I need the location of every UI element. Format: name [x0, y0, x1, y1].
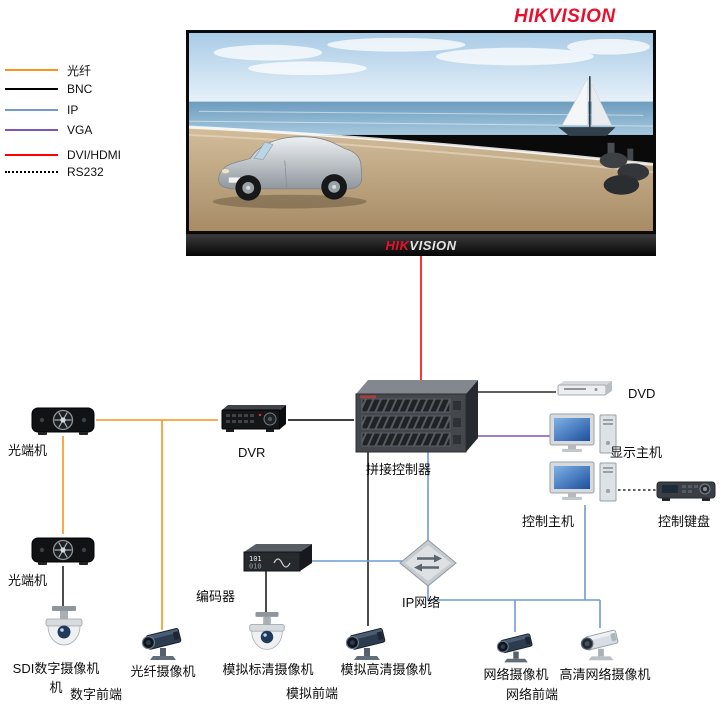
dvd-label: DVD: [628, 386, 656, 401]
dvi-hdmi-line-sample: [5, 154, 58, 156]
hd-network-camera-label: 高清网络摄像机: [559, 667, 651, 682]
analog-sd-dome-camera-icon: [249, 612, 285, 650]
fiber-line-sample: [5, 69, 58, 71]
wall-logo-hik: HIK: [385, 238, 410, 253]
svg-text:101: 101: [249, 555, 262, 563]
ip-line-sample: [5, 109, 58, 111]
hd-network-camera-icon: [580, 629, 619, 661]
legend-item-dvi-hdmi: DVI/HDMI: [5, 147, 121, 163]
rocks: [599, 142, 650, 195]
controller-label: 拼接控制器: [366, 462, 432, 477]
encoder-label: 编码器: [196, 589, 236, 604]
control-keyboard-label: 控制键盘: [658, 514, 711, 529]
optical-transceiver-icon: [31, 537, 95, 565]
optical-transceiver-icon: [31, 407, 95, 435]
video-wall-controller-icon: [355, 380, 478, 453]
clouds: [213, 37, 651, 76]
dvr-icon: [221, 405, 286, 432]
dvr-label: DVR: [238, 445, 266, 460]
analog-hd-camera-label: 模拟高清摄像机: [340, 662, 432, 677]
legend-label-rs232: RS232: [67, 165, 104, 179]
encoder-icon: 101 010: [243, 544, 312, 572]
video-wall-image: [188, 33, 654, 231]
legend-label-vga: VGA: [67, 123, 93, 137]
display-host-label: 显示主机: [610, 445, 663, 460]
legend-label-dvi-hdmi: DVI/HDMI: [67, 148, 121, 162]
vga-line-sample: [5, 129, 58, 131]
ip-network-icon: [399, 539, 457, 587]
legend-item-fiber: 光纤: [5, 62, 91, 78]
optical-transceiver-1-label: 光端机: [8, 443, 48, 458]
video-wall: [186, 30, 656, 234]
legend-label-bnc: BNC: [67, 82, 93, 96]
control-host-label: 控制主机: [522, 514, 575, 529]
convertible-car: [212, 136, 367, 209]
legend-label-ip: IP: [67, 103, 79, 117]
sdi-camera-label: SDI数字摄像机 机: [12, 661, 100, 695]
legend-item-vga: VGA: [5, 122, 92, 138]
fiber-camera-label: 光纤摄像机: [130, 664, 196, 679]
digital-frontend-label: 数字前端: [70, 687, 123, 702]
fiber-camera-icon: [141, 628, 182, 660]
wall-logo-vision: VISION: [409, 238, 457, 253]
wire-ip-switch-bus: [427, 586, 600, 601]
network-frontend-label: 网络前端: [506, 687, 559, 702]
display-host-icon: [549, 413, 617, 454]
rs232-line-sample: [5, 171, 58, 173]
control-keyboard-icon: [656, 481, 716, 501]
legend-item-rs232: RS232: [5, 164, 104, 180]
hikvision-logo: HIKVISION: [514, 6, 616, 27]
bnc-line-sample: [5, 88, 58, 90]
optical-transceiver-2-label: 光端机: [8, 573, 48, 588]
legend-item-bnc: BNC: [5, 81, 92, 97]
analog-sd-camera-label: 模拟标清摄像机: [222, 662, 314, 677]
svg-text:010: 010: [249, 563, 262, 571]
control-host-icon: [549, 461, 617, 502]
dvd-player-icon: [557, 381, 612, 396]
sailboat: [558, 76, 616, 136]
network-camera-icon: [496, 633, 533, 663]
legend-label-fiber: 光纤: [67, 63, 92, 78]
ip-network-label: IP网络: [402, 595, 441, 610]
analog-hd-camera-icon: [345, 628, 386, 660]
analog-frontend-label: 模拟前端: [286, 686, 339, 701]
network-camera-label: 网络摄像机: [483, 667, 549, 682]
sdi-dome-camera-icon: [45, 606, 83, 646]
legend-item-ip: IP: [5, 102, 78, 118]
